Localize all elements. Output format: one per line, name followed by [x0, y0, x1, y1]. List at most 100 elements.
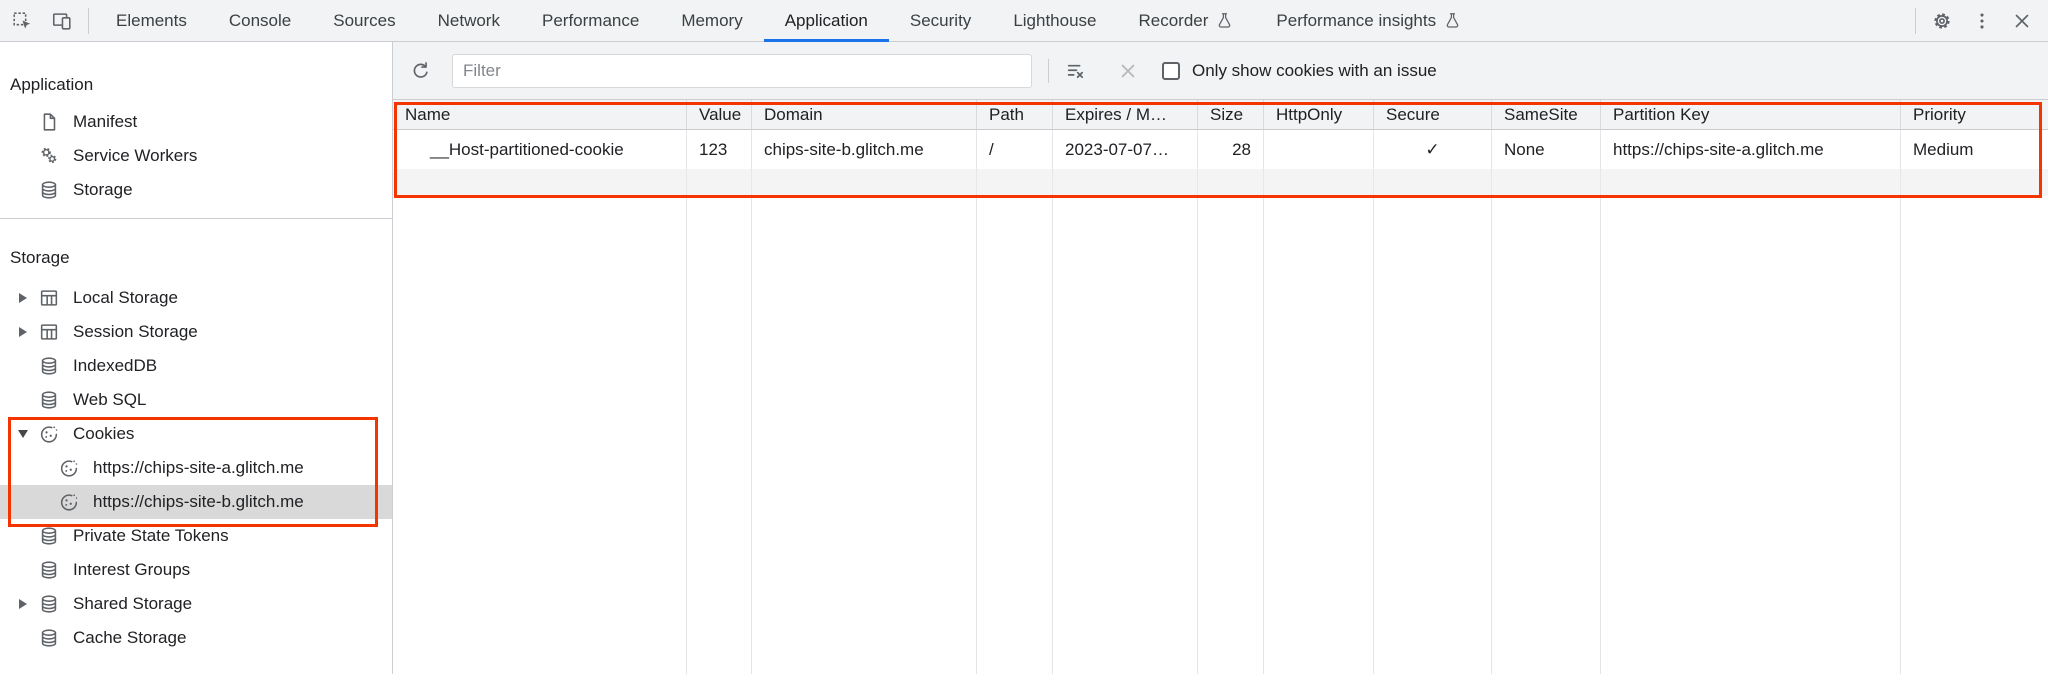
flask-icon: [1215, 11, 1234, 30]
sidebar-item-cache-storage[interactable]: Cache Storage: [0, 621, 392, 655]
file-icon: [38, 111, 60, 133]
collapse-arrow-icon[interactable]: [16, 430, 30, 438]
filler-cell: [1901, 196, 2048, 674]
column-header-expires[interactable]: Expires / M…: [1053, 100, 1198, 130]
cell-expires[interactable]: 2023-07-07…: [1053, 130, 1198, 169]
tab-security[interactable]: Security: [889, 0, 992, 42]
more-options-button[interactable]: [1964, 3, 2000, 39]
tab-performance[interactable]: Performance: [521, 0, 660, 42]
stripe-cell: [1264, 169, 1374, 196]
sidebar-item-cookies-chips-site-a[interactable]: https://chips-site-a.glitch.me: [0, 451, 392, 485]
sidebar-item-storage[interactable]: Storage: [0, 173, 392, 207]
cell-samesite[interactable]: None: [1492, 130, 1601, 169]
stripe-cell: [977, 169, 1053, 196]
column-header-domain[interactable]: Domain: [752, 100, 977, 130]
column-header-secure[interactable]: Secure: [1374, 100, 1492, 130]
filler-cell: [393, 196, 687, 674]
sidebar-item-web-sql[interactable]: Web SQL: [0, 383, 392, 417]
close-devtools-button[interactable]: [2004, 3, 2040, 39]
sidebar-item-label: Private State Tokens: [73, 526, 229, 545]
cookies-table-area: Name Value Domain Path Expires / M… Size…: [393, 100, 2048, 674]
cookie-table-row[interactable]: __Host-partitioned-cookie 123 chips-site…: [393, 130, 2048, 169]
sidebar-item-label: Shared Storage: [73, 594, 193, 613]
database-icon: [38, 355, 60, 377]
expand-arrow-icon[interactable]: [16, 293, 30, 303]
delete-cookies-button[interactable]: [1116, 59, 1140, 83]
inspect-element-button[interactable]: [4, 3, 40, 39]
settings-button[interactable]: [1924, 3, 1960, 39]
clear-filter-icon: [1065, 60, 1087, 82]
expand-arrow-icon[interactable]: [16, 599, 30, 609]
cell-partition-key[interactable]: https://chips-site-a.glitch.me: [1601, 130, 1901, 169]
sidebar-item-cookies-chips-site-b[interactable]: https://chips-site-b.glitch.me: [0, 485, 392, 519]
column-header-partition-key[interactable]: Partition Key: [1601, 100, 1901, 130]
cell-path[interactable]: /: [977, 130, 1053, 169]
column-header-path[interactable]: Path: [977, 100, 1053, 130]
tab-label: Sources: [333, 10, 396, 30]
column-header-samesite[interactable]: SameSite: [1492, 100, 1601, 130]
cookies-panel: Only show cookies with an issue Name Val…: [393, 42, 2048, 674]
devtools-tabbar: Elements Console Sources Network Perform…: [0, 0, 2048, 42]
only-issue-checkbox-label[interactable]: Only show cookies with an issue: [1192, 60, 1437, 80]
refresh-button[interactable]: [407, 57, 435, 85]
stripe-cell: [687, 169, 752, 196]
sidebar-section-title-storage: Storage: [10, 248, 70, 267]
sidebar-item-session-storage[interactable]: Session Storage: [0, 315, 392, 349]
tab-application[interactable]: Application: [764, 0, 889, 42]
database-icon: [38, 179, 60, 201]
tab-memory[interactable]: Memory: [660, 0, 763, 42]
sidebar-item-private-state-tokens[interactable]: Private State Tokens: [0, 519, 392, 553]
sidebar-item-label: Cache Storage: [73, 628, 187, 647]
tab-label: Performance insights: [1276, 10, 1437, 30]
tab-recorder[interactable]: Recorder: [1118, 0, 1256, 42]
sidebar-item-indexeddb[interactable]: IndexedDB: [0, 349, 392, 383]
tab-sources[interactable]: Sources: [312, 0, 416, 42]
filler-cell: [1492, 196, 1601, 674]
only-issue-checkbox[interactable]: [1162, 61, 1180, 80]
tab-lighthouse[interactable]: Lighthouse: [992, 0, 1117, 42]
sidebar-item-manifest[interactable]: Manifest: [0, 105, 392, 139]
database-icon: [38, 525, 60, 547]
cell-size[interactable]: 28: [1198, 130, 1264, 169]
cell-priority[interactable]: Medium: [1901, 130, 2048, 169]
cell-name[interactable]: __Host-partitioned-cookie: [393, 130, 687, 169]
tab-console[interactable]: Console: [208, 0, 312, 42]
stripe-cell: [393, 169, 687, 196]
clear-filter-button[interactable]: [1062, 57, 1090, 85]
sidebar-item-label: Interest Groups: [73, 560, 191, 579]
cell-secure[interactable]: ✓: [1374, 130, 1492, 169]
filler-cell: [1264, 196, 1374, 674]
cell-httponly[interactable]: [1264, 130, 1374, 169]
sidebar-item-label: Manifest: [73, 112, 138, 131]
sidebar-item-cookies[interactable]: Cookies: [0, 417, 392, 451]
filter-input[interactable]: [452, 53, 1032, 88]
tab-label: Lighthouse: [1013, 10, 1097, 30]
column-header-priority[interactable]: Priority: [1901, 100, 2048, 130]
sidebar-item-interest-groups[interactable]: Interest Groups: [0, 553, 392, 587]
sidebar-item-service-workers[interactable]: Service Workers: [0, 139, 392, 173]
devtools-body: Application Manifest Service Workers Sto…: [0, 42, 2048, 674]
stripe-cell: [1374, 169, 1492, 196]
tabbar-right-controls: [1909, 3, 2048, 39]
device-toolbar-button[interactable]: [44, 3, 80, 39]
sidebar-item-local-storage[interactable]: Local Storage: [0, 281, 392, 315]
expand-arrow-icon[interactable]: [16, 327, 30, 337]
database-icon: [38, 627, 60, 649]
sidebar-item-shared-storage[interactable]: Shared Storage: [0, 587, 392, 621]
cell-value[interactable]: 123: [687, 130, 752, 169]
refresh-icon: [410, 60, 432, 82]
inspect-icon: [11, 10, 33, 32]
tab-elements[interactable]: Elements: [95, 0, 208, 42]
column-header-name[interactable]: Name: [393, 100, 687, 130]
device-toolbar-icon: [51, 10, 73, 32]
column-header-size[interactable]: Size: [1198, 100, 1264, 130]
tab-performance-insights[interactable]: Performance insights: [1255, 0, 1483, 42]
column-header-httponly[interactable]: HttpOnly: [1264, 100, 1374, 130]
tab-network[interactable]: Network: [417, 0, 521, 42]
toolbar-separator: [1048, 58, 1049, 83]
cell-domain[interactable]: chips-site-b.glitch.me: [752, 130, 977, 169]
database-icon: [38, 593, 60, 615]
column-header-value[interactable]: Value: [687, 100, 752, 130]
filler-cell: [1053, 196, 1198, 674]
